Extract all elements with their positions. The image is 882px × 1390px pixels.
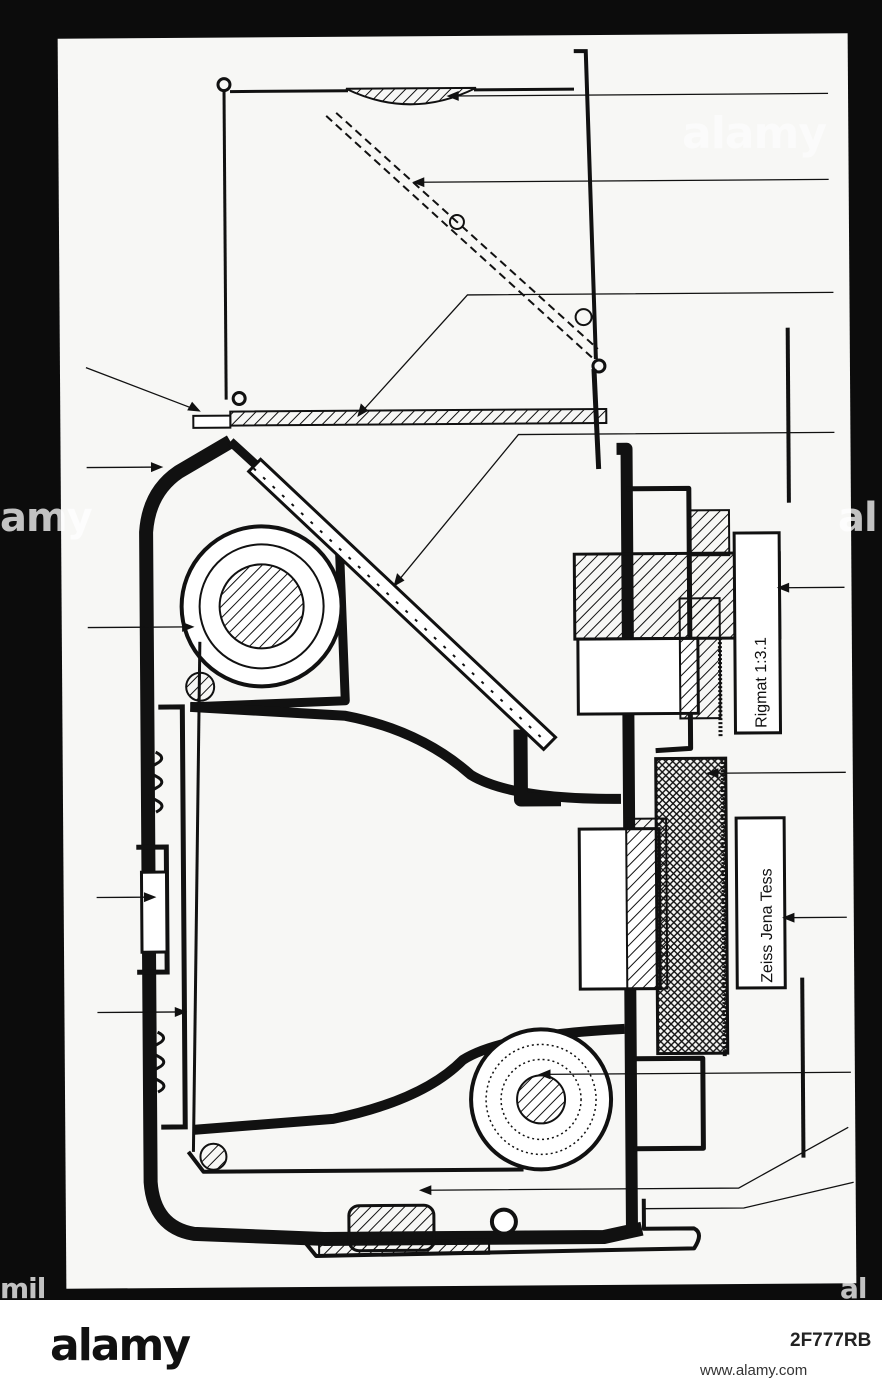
tripod-socket <box>347 1203 436 1253</box>
image-id: 2F777RB <box>790 1330 872 1351</box>
reflex-mirror <box>246 457 558 752</box>
magnifier-lens <box>345 86 477 106</box>
focusing-screen <box>229 407 608 427</box>
viewfinder-hood <box>216 49 607 470</box>
takeup-film-spool <box>469 1027 614 1172</box>
leader-lines-right <box>357 91 854 1210</box>
taking-lens-assembly: Zeiss Jena Tess <box>577 756 787 1059</box>
watermark-center: alamy <box>682 108 827 159</box>
pressure-plate <box>136 704 188 1130</box>
stock-footer: alamy 2F777RB www.alamy.com <box>0 1300 882 1390</box>
diagram-plate: Rigmat 1:3.1 Zeiss Jena Tess <box>57 33 857 1289</box>
viewing-lens-assembly: Rigmat 1:3.1 <box>572 509 783 739</box>
watermark-bottom-left: mil <box>0 1272 46 1305</box>
screen-clip <box>192 414 232 429</box>
watermark-bottom-right: al <box>840 1272 867 1305</box>
film-roller-bottom <box>199 1142 228 1171</box>
dimension-marks <box>785 327 806 1158</box>
viewing-lens-label: Rigmat 1:3.1 <box>753 637 771 728</box>
supply-film-spool <box>179 524 344 689</box>
base-screw <box>489 1207 518 1236</box>
taking-lens-label: Zeiss Jena Tess <box>758 868 776 983</box>
folding-mirror-dashed <box>325 112 599 362</box>
lantern-slide: Rigmat 1:3.1 Zeiss Jena Tess <box>0 0 882 1300</box>
alamy-logo: alamy <box>50 1320 191 1371</box>
film-path <box>191 641 202 1152</box>
site-url[interactable]: www.alamy.com <box>700 1362 808 1379</box>
watermark-edge-left: amy <box>0 495 93 541</box>
camera-cross-section-diagram: Rigmat 1:3.1 Zeiss Jena Tess <box>85 49 854 1258</box>
leader-lines-left <box>85 366 201 1017</box>
watermark-edge-right: al <box>838 495 878 541</box>
